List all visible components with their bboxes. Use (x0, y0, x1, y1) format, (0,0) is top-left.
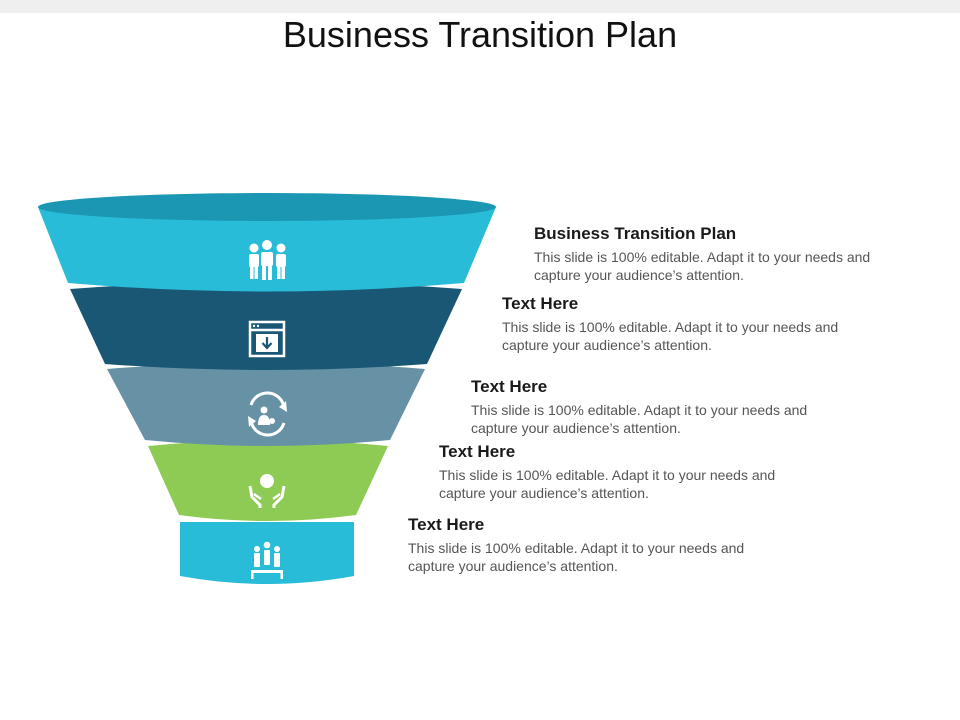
item-3: Text Here This slide is 100% editable. A… (471, 377, 951, 437)
people-podium-icon (251, 541, 283, 579)
download-window-icon (248, 320, 286, 358)
item-4: Text Here This slide is 100% editable. A… (439, 442, 919, 502)
funnel-top-rim (38, 193, 496, 221)
person-cycle-icon (248, 391, 287, 437)
funnel-tier-2 (70, 281, 462, 370)
top-bar (0, 0, 960, 13)
item-5: Text Here This slide is 100% editable. A… (408, 515, 888, 575)
item-1-heading: Business Transition Plan (534, 224, 737, 243)
slide-title: Business Transition Plan (282, 14, 678, 55)
team-icon (249, 240, 286, 280)
item-3-heading: Text Here (471, 377, 548, 396)
item-2-heading: Text Here (502, 294, 579, 313)
item-2-body: This slide is 100% editable. Adapt it to… (502, 319, 839, 353)
item-5-heading: Text Here (408, 515, 485, 534)
item-2: Text Here This slide is 100% editable. A… (502, 294, 960, 354)
hands-care-icon (248, 474, 286, 508)
item-4-heading: Text Here (439, 442, 516, 461)
item-1-body: This slide is 100% editable. Adapt it to… (534, 249, 871, 283)
item-3-body: This slide is 100% editable. Adapt it to… (471, 402, 808, 436)
funnel-tier-3 (107, 362, 425, 446)
item-1: Business Transition Plan This slide is 1… (534, 224, 960, 284)
item-5-body: This slide is 100% editable. Adapt it to… (408, 540, 745, 574)
item-4-body: This slide is 100% editable. Adapt it to… (439, 467, 776, 501)
